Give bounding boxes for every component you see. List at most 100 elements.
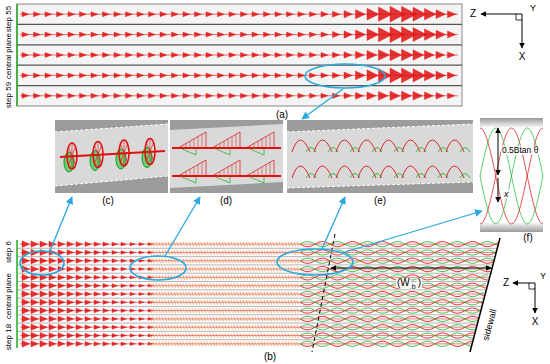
art-part <box>17 264 493 265</box>
art-part <box>229 93 236 98</box>
art-part <box>321 73 328 78</box>
art-part <box>264 93 271 98</box>
art-part <box>80 32 87 37</box>
art-part <box>76 258 82 263</box>
art-part <box>174 267 176 271</box>
art-part <box>22 307 30 314</box>
art-part <box>219 308 221 312</box>
art-part <box>241 93 248 98</box>
art-part <box>139 292 144 295</box>
art-part <box>67 325 74 330</box>
art-part <box>529 283 535 289</box>
art-part <box>207 275 209 279</box>
art-part <box>297 259 299 263</box>
art-part <box>249 259 251 263</box>
art-part <box>321 93 328 98</box>
art-part <box>174 342 176 346</box>
art-part <box>168 259 170 263</box>
axes-top <box>481 14 522 48</box>
art-part <box>261 250 263 254</box>
art-part <box>344 72 352 79</box>
art-part <box>240 325 242 329</box>
art-part <box>249 250 251 254</box>
art-part <box>168 325 170 329</box>
art-part <box>291 308 293 312</box>
art-part <box>249 292 251 296</box>
art-part <box>216 250 218 254</box>
art-part <box>150 152 154 161</box>
art-part <box>222 275 224 279</box>
art-part <box>285 342 287 346</box>
art-part <box>40 341 47 347</box>
art-part <box>159 242 161 246</box>
art-part <box>55 124 168 186</box>
art-part <box>67 266 74 271</box>
art-part <box>103 250 109 254</box>
art-part <box>436 10 446 19</box>
art-part <box>68 32 75 37</box>
art-part <box>261 242 263 246</box>
art-part <box>436 51 444 58</box>
art-part <box>225 275 227 279</box>
art-part <box>17 331 475 332</box>
art-part <box>270 292 272 296</box>
art-part <box>150 333 152 337</box>
art-part <box>282 325 284 329</box>
art-part <box>213 275 215 279</box>
art-part <box>480 118 543 128</box>
axes-bottom <box>513 283 535 313</box>
art-part <box>85 341 91 346</box>
art-part <box>177 342 179 346</box>
art-part <box>252 250 254 254</box>
art-part <box>159 300 161 304</box>
art-part <box>189 333 191 337</box>
art-part <box>195 333 197 337</box>
art-part <box>231 275 233 279</box>
art-part <box>103 325 109 329</box>
art-part <box>246 292 248 296</box>
art-part <box>276 300 278 304</box>
art-part <box>195 32 202 37</box>
art-part <box>34 32 41 37</box>
art-part <box>249 267 251 271</box>
art-part <box>255 317 257 321</box>
art-part <box>94 242 100 246</box>
art-part <box>124 140 125 153</box>
art-part <box>150 325 152 329</box>
art-part <box>198 333 200 337</box>
art-part <box>264 317 266 321</box>
art-part <box>228 333 230 337</box>
art-part <box>270 242 272 246</box>
art-part <box>180 342 182 346</box>
art-part <box>390 91 400 100</box>
art-part <box>225 259 227 263</box>
art-part <box>194 167 195 176</box>
art-part <box>114 73 121 78</box>
art-part <box>300 283 486 288</box>
art-part <box>210 317 212 321</box>
art-part <box>206 32 213 37</box>
art-part <box>228 325 230 329</box>
art-part <box>103 317 109 321</box>
art-part <box>159 308 161 312</box>
art-part <box>216 308 218 312</box>
art-part <box>139 268 144 271</box>
art-part <box>22 93 29 98</box>
art-part <box>249 317 251 321</box>
art-part <box>85 317 91 322</box>
art-part <box>49 333 56 339</box>
art-part <box>240 308 242 312</box>
art-part <box>162 267 164 271</box>
art-part <box>165 267 167 271</box>
art-part <box>252 93 259 98</box>
art-part <box>390 49 402 60</box>
art-part <box>76 242 82 247</box>
art-part <box>121 317 127 321</box>
art-part <box>183 292 185 296</box>
art-part <box>285 259 287 263</box>
art-part <box>258 242 260 246</box>
art-part <box>153 333 155 337</box>
art-part <box>234 300 236 304</box>
art-part <box>207 267 209 271</box>
art-part <box>17 4 462 106</box>
